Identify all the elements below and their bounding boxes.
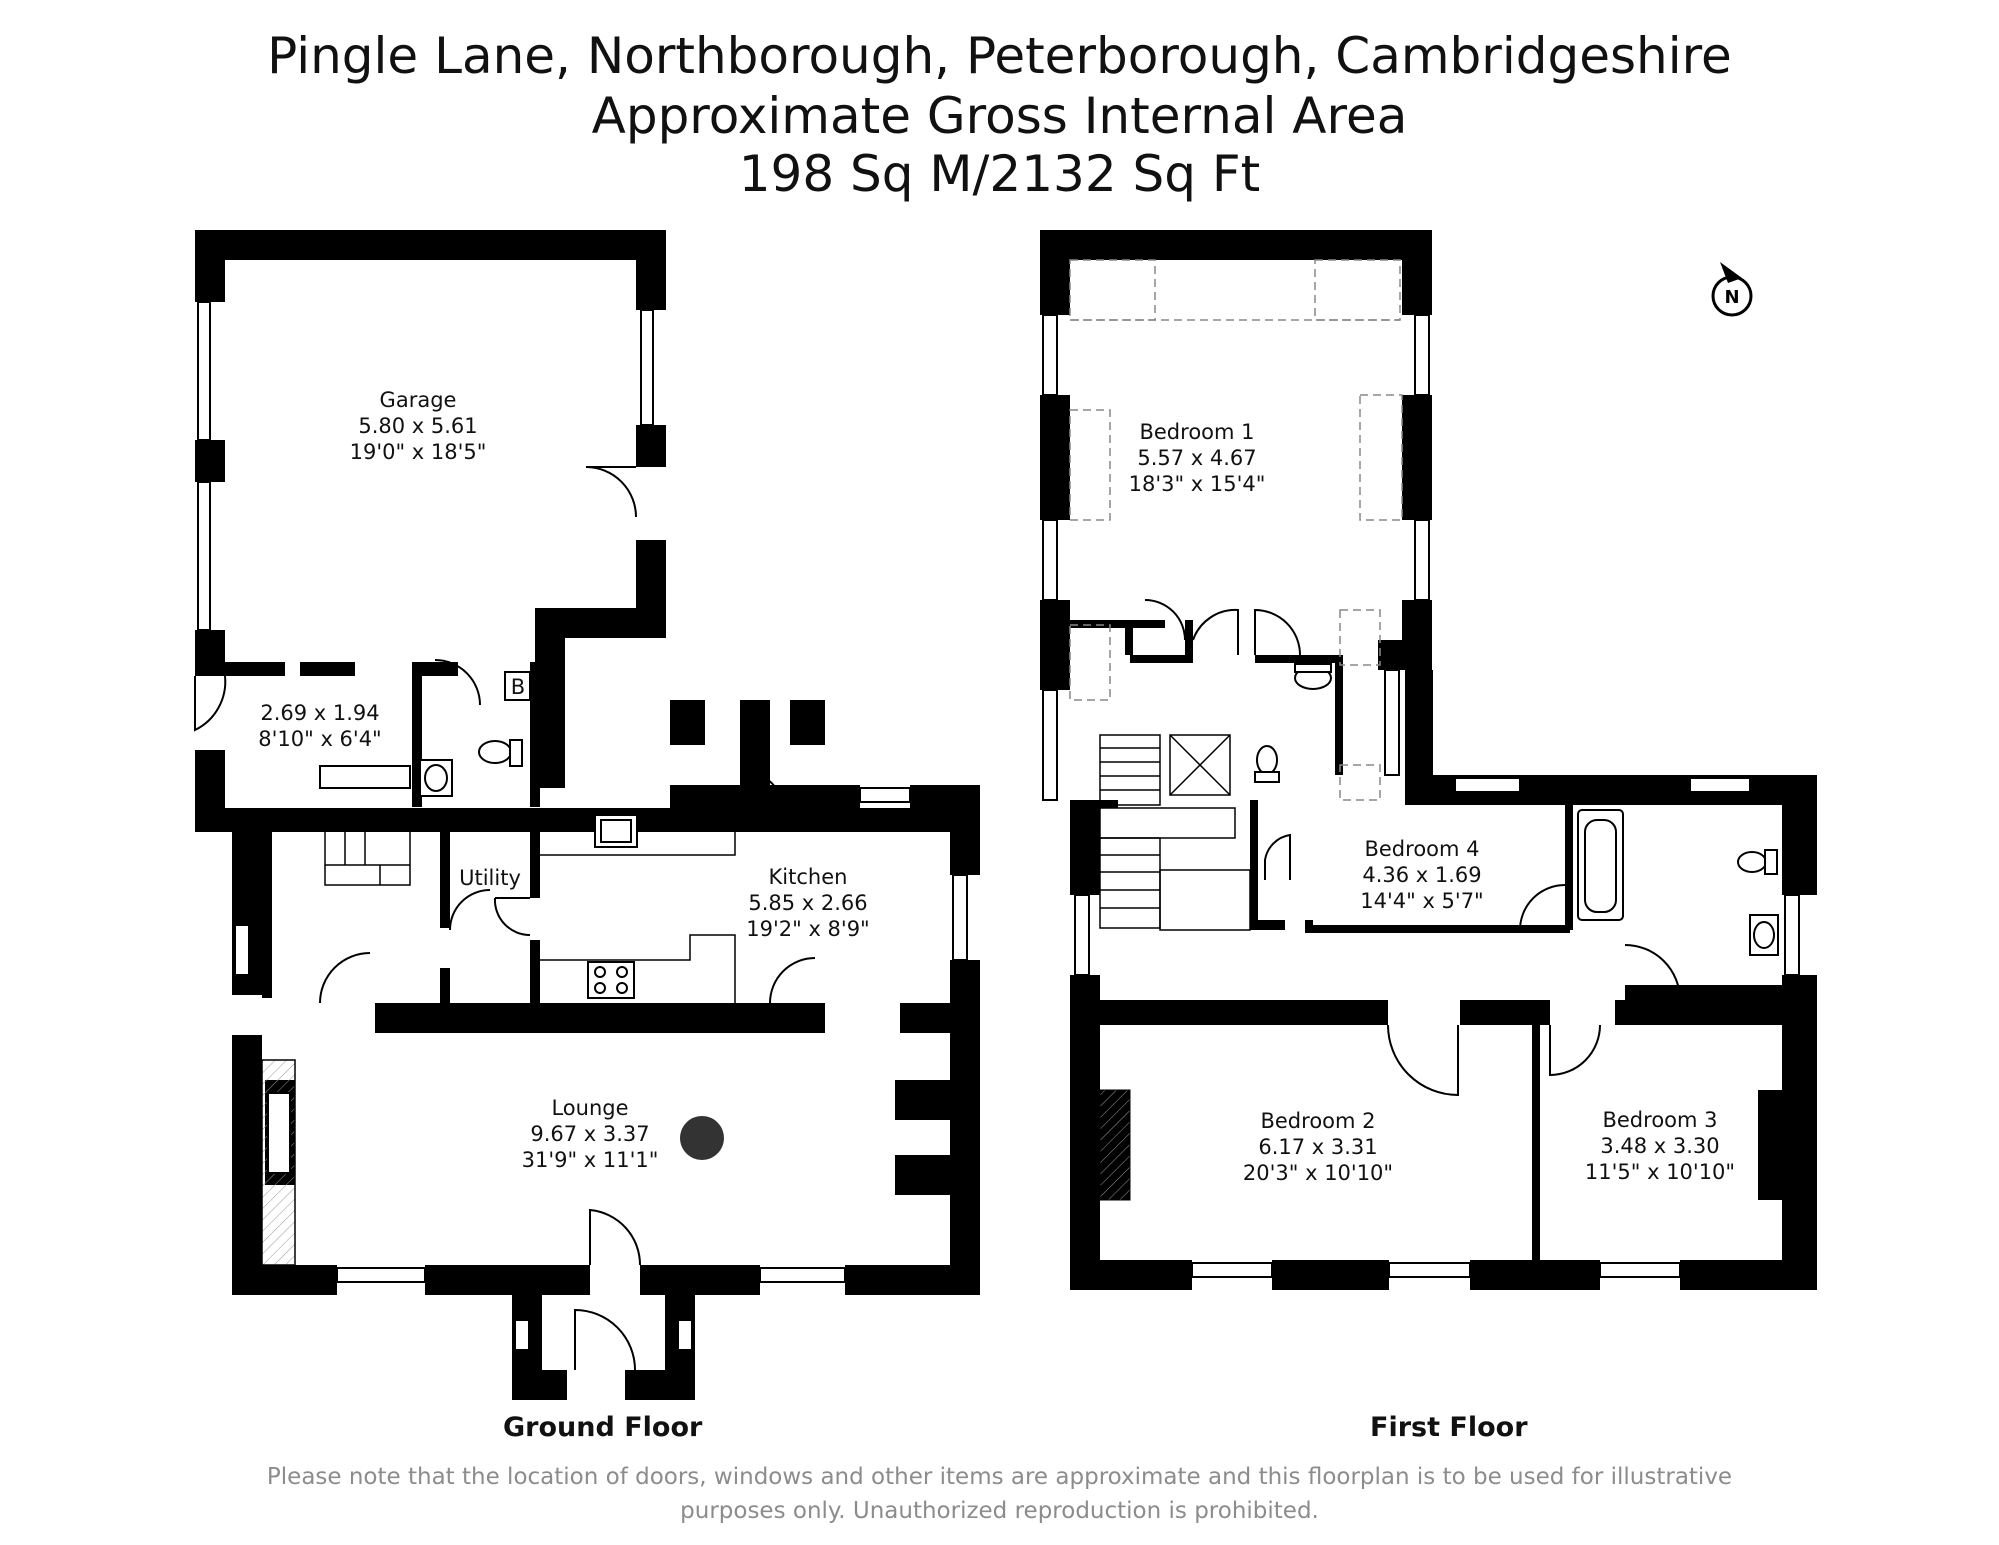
garage-windows [197, 301, 654, 631]
area-value: 198 Sq M/2132 Sq Ft [738, 145, 1261, 203]
utility-name: Utility [459, 866, 521, 890]
boiler-label: B [511, 675, 525, 699]
kitchen-back-door [739, 769, 786, 816]
bedroom1-cupboard-door [1144, 599, 1186, 641]
bathroom-door [1624, 944, 1682, 1001]
first-floor-plan [1040, 230, 1817, 1290]
boiler-box [504, 671, 531, 701]
bedroom2-3-windows [1191, 1262, 1681, 1278]
ensuite-basin-icon [1294, 663, 1332, 690]
ground-internal-walls [262, 700, 825, 1008]
lounge-windows [336, 1267, 846, 1283]
bedroom3-door [1549, 1024, 1601, 1077]
ground-floor-plan [194, 230, 980, 1400]
porch-walls [512, 1295, 695, 1400]
landing-window [1074, 894, 1090, 976]
bathroom-walls [1565, 800, 1785, 1000]
kitchen-worktops [540, 815, 736, 1003]
ensuite-shower-icon [1169, 734, 1231, 796]
garage-name: Garage [380, 388, 457, 412]
area-title: Approximate Gross Internal Area [591, 87, 1408, 145]
bedroom1-door [1192, 608, 1239, 655]
kitchen-hob-icon [587, 961, 635, 999]
lobby-worktop [319, 765, 411, 789]
wc-door [434, 659, 481, 706]
north-compass-icon: N [1711, 262, 1753, 317]
utility-door [449, 889, 491, 931]
bedroom4-cupboard-door [1264, 833, 1291, 880]
bedroom4-imperial: 14'4" x 5'7" [1360, 889, 1483, 913]
kitchen-name: Kitchen [769, 865, 848, 889]
garage-imperial: 19'0" x 18'5" [350, 440, 487, 464]
disclaimer-line1: Please note that the location of doors, … [266, 1464, 1733, 1490]
lobby-metric: 2.69 x 1.94 [260, 701, 379, 725]
chimney-breasts [1099, 1089, 1131, 1201]
kitchen-metric: 5.85 x 2.66 [748, 891, 867, 915]
lobby-door [194, 675, 227, 732]
bedroom1-imperial: 18'3" x 15'4" [1129, 472, 1266, 496]
wc-basin-icon [419, 759, 453, 797]
bedroom3-name: Bedroom 3 [1602, 1108, 1717, 1132]
bedroom3-metric: 3.48 x 3.30 [1600, 1134, 1719, 1158]
first-floor-label: First Floor [1370, 1412, 1528, 1443]
lounge-name: Lounge [551, 1096, 628, 1120]
bathroom-basin-icon [1749, 914, 1779, 956]
bedroom1-skylights [1069, 259, 1403, 801]
hall-lounge-door [319, 952, 371, 1004]
kitchen-windows [234, 787, 968, 976]
bathroom-bath-icon [1577, 809, 1624, 921]
wc-toilet-icon [478, 739, 523, 767]
bedroom1-windows [1042, 314, 1430, 801]
bedroom4-door [1519, 884, 1566, 931]
bathroom-window-top [1689, 777, 1751, 793]
lounge-imperial: 31'9" x 11'1" [522, 1148, 659, 1172]
bedroom2-metric: 6.17 x 3.31 [1258, 1135, 1377, 1159]
porch-windows [514, 1319, 693, 1351]
ensuite-door [1254, 608, 1301, 656]
garage-walls [195, 230, 666, 832]
kitchen-sink-icon [594, 814, 638, 848]
ground-floor-label: Ground Floor [503, 1412, 703, 1443]
bathroom-toilet-icon [1737, 849, 1778, 875]
bedroom4-window [1454, 777, 1521, 793]
bedroom4-metric: 4.36 x 1.69 [1362, 863, 1481, 887]
lounge-metric: 9.67 x 3.37 [530, 1122, 649, 1146]
ground-main-walls [195, 785, 980, 1295]
bedroom1-metric: 5.57 x 4.67 [1137, 446, 1256, 470]
bedroom2-door [1387, 1024, 1459, 1097]
bedroom2-imperial: 20'3" x 10'10" [1243, 1161, 1393, 1185]
bathroom-window [1784, 894, 1800, 976]
kitchen-imperial: 19'2" x 8'9" [746, 917, 869, 941]
first-floor-stairs [1099, 734, 1251, 931]
compass-letter: N [1724, 287, 1739, 308]
lobby-imperial: 8'10" x 6'4" [258, 727, 381, 751]
kitchen-utility-door [493, 897, 531, 937]
bedroom4-name: Bedroom 4 [1364, 837, 1479, 861]
porch-front-door [574, 1308, 636, 1371]
bedroom1-name: Bedroom 1 [1139, 420, 1254, 444]
disclaimer-line2: purposes only. Unauthorized reproduction… [680, 1498, 1319, 1524]
garage-metric: 5.80 x 5.61 [358, 414, 477, 438]
kitchen-lounge-door [769, 957, 816, 1004]
lounge-stove-icon [680, 1116, 724, 1160]
garage-side-door [585, 466, 637, 518]
ground-stairs [324, 814, 411, 886]
address-title: Pingle Lane, Northborough, Peterborough,… [267, 27, 1732, 85]
lounge-fireplace [261, 1059, 296, 1266]
lounge-front-door [589, 1208, 642, 1266]
ensuite-toilet-icon [1254, 745, 1280, 783]
bedroom3-imperial: 11'5" x 10'10" [1585, 1160, 1735, 1184]
bedroom2-name: Bedroom 2 [1260, 1109, 1375, 1133]
